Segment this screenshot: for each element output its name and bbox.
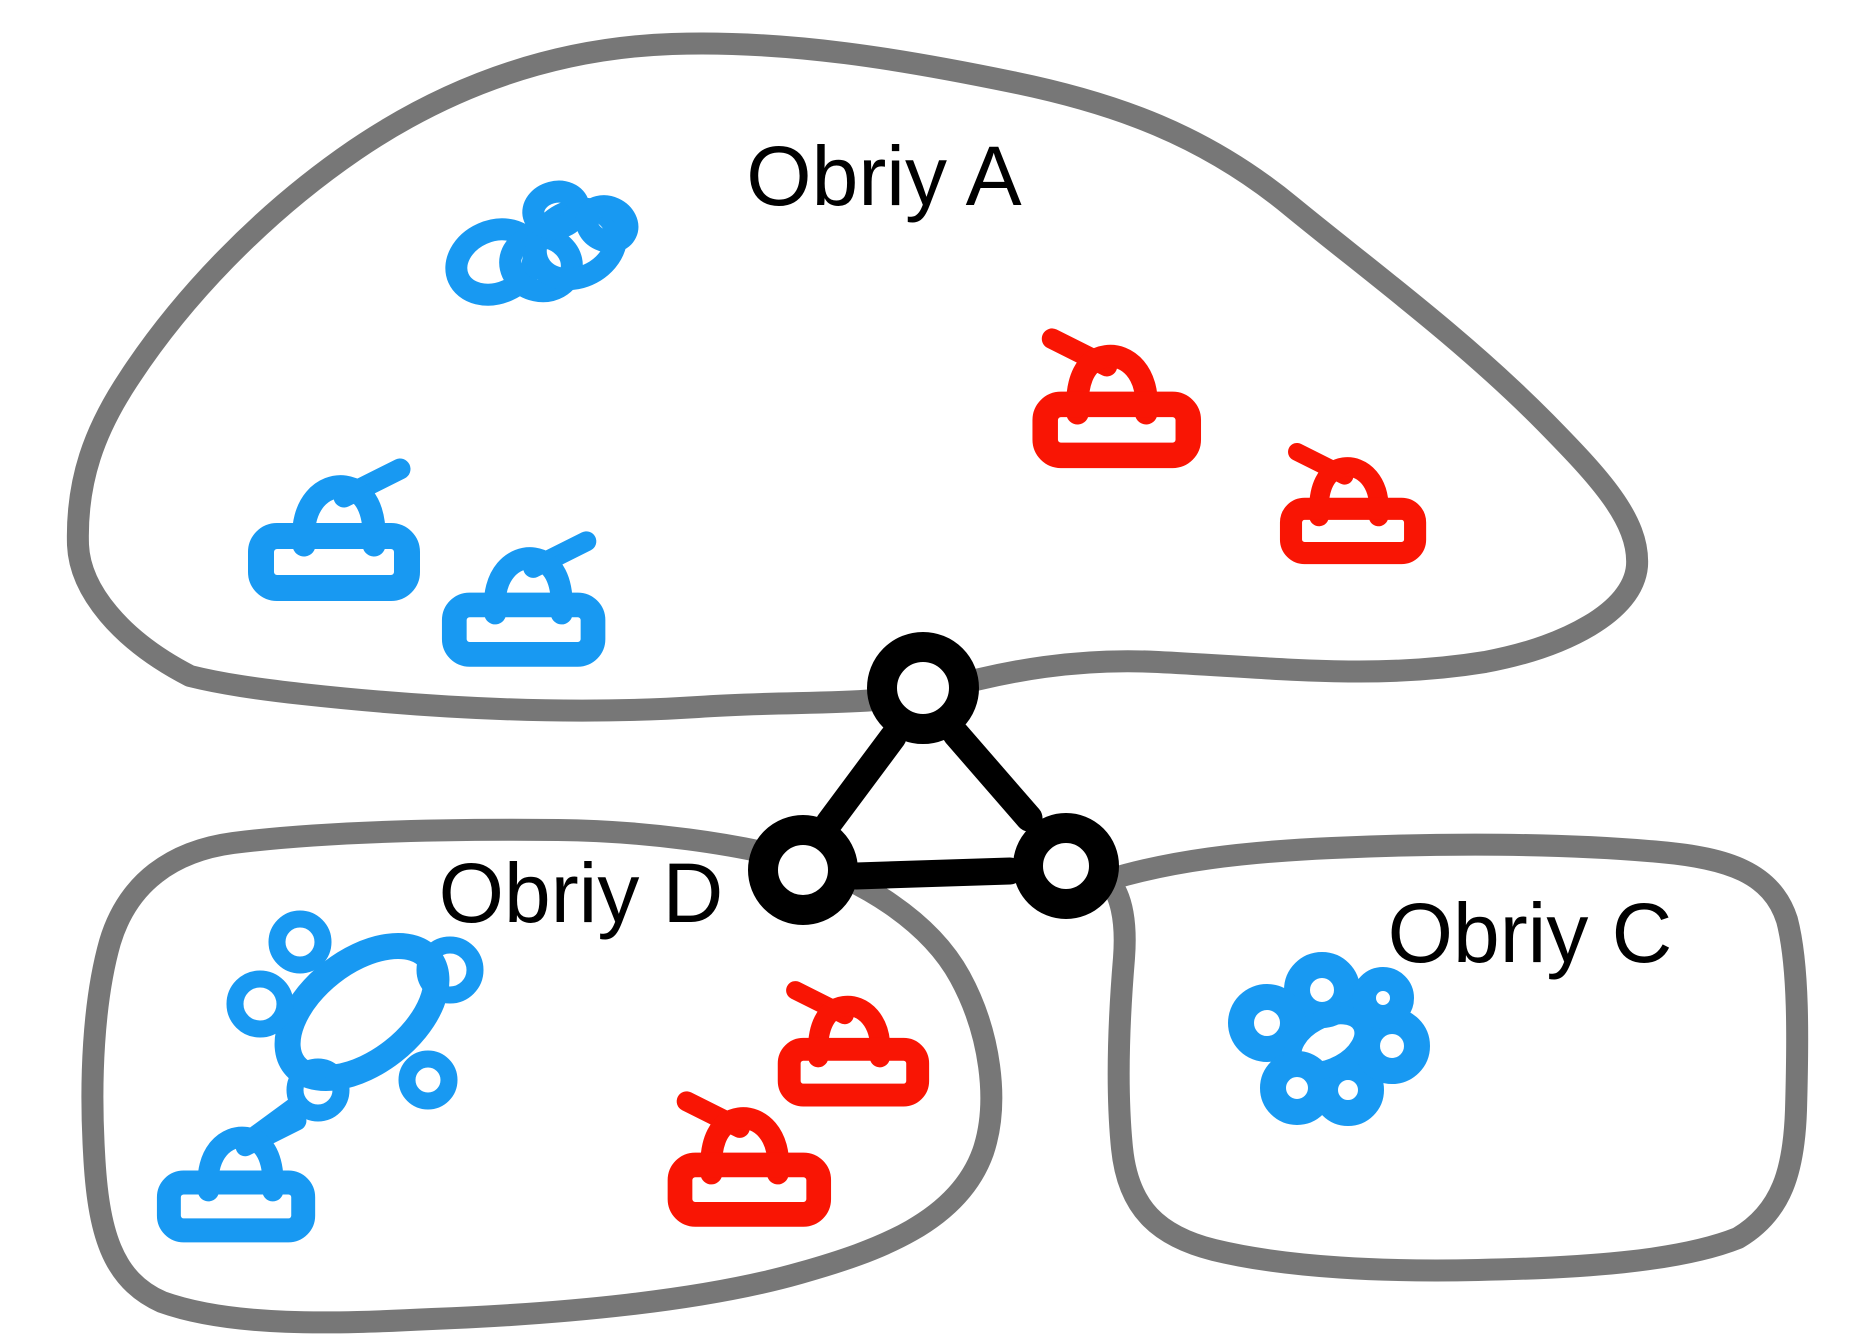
blue-tank-icon <box>169 1121 303 1230</box>
bug-leg-loop <box>286 1058 350 1122</box>
red-tank-icon <box>680 1101 819 1214</box>
network-triangle <box>748 632 1119 925</box>
network-edge-left <box>815 723 907 837</box>
bug-scribble-icon <box>226 910 484 1147</box>
scribble-cluster-icon <box>445 180 639 306</box>
blue-tank-icon <box>261 469 407 588</box>
flower-scribble-icon <box>1228 952 1430 1126</box>
red-tank-icon <box>789 990 917 1095</box>
network-edge-bottom <box>842 857 1024 890</box>
flower-lobe <box>1354 1008 1430 1084</box>
scribble-loop <box>522 180 590 240</box>
region-obriy-c-outline <box>1097 833 1809 1282</box>
region-obriy-d-label: Obriy D <box>439 846 724 940</box>
region-obriy-a-label: Obriy A <box>746 129 1021 223</box>
region-obriy-d-outline <box>81 818 1003 1334</box>
blue-tank-icon <box>454 541 593 654</box>
network-node-bottom-right <box>1013 813 1119 919</box>
flower-lobe <box>1352 967 1414 1029</box>
scribble-loop <box>524 197 628 291</box>
bug-leg-loop <box>398 1050 458 1110</box>
red-tank-icon <box>1045 339 1188 456</box>
red-tank-icon <box>1291 452 1415 553</box>
network-node-bottom-left <box>748 815 858 925</box>
bug-leg-loop <box>268 910 332 974</box>
flower-lobe <box>1228 984 1306 1062</box>
scribble-loop <box>575 195 639 253</box>
network-edge-right <box>942 720 1043 832</box>
network-node-top <box>867 632 979 744</box>
region-obriy-a-outline <box>66 32 1649 722</box>
bug-leg-loop <box>416 936 484 1004</box>
bug-leg-loop <box>226 970 294 1038</box>
region-obriy-c-label: Obriy C <box>1388 886 1673 980</box>
flower-center <box>1283 1006 1373 1080</box>
